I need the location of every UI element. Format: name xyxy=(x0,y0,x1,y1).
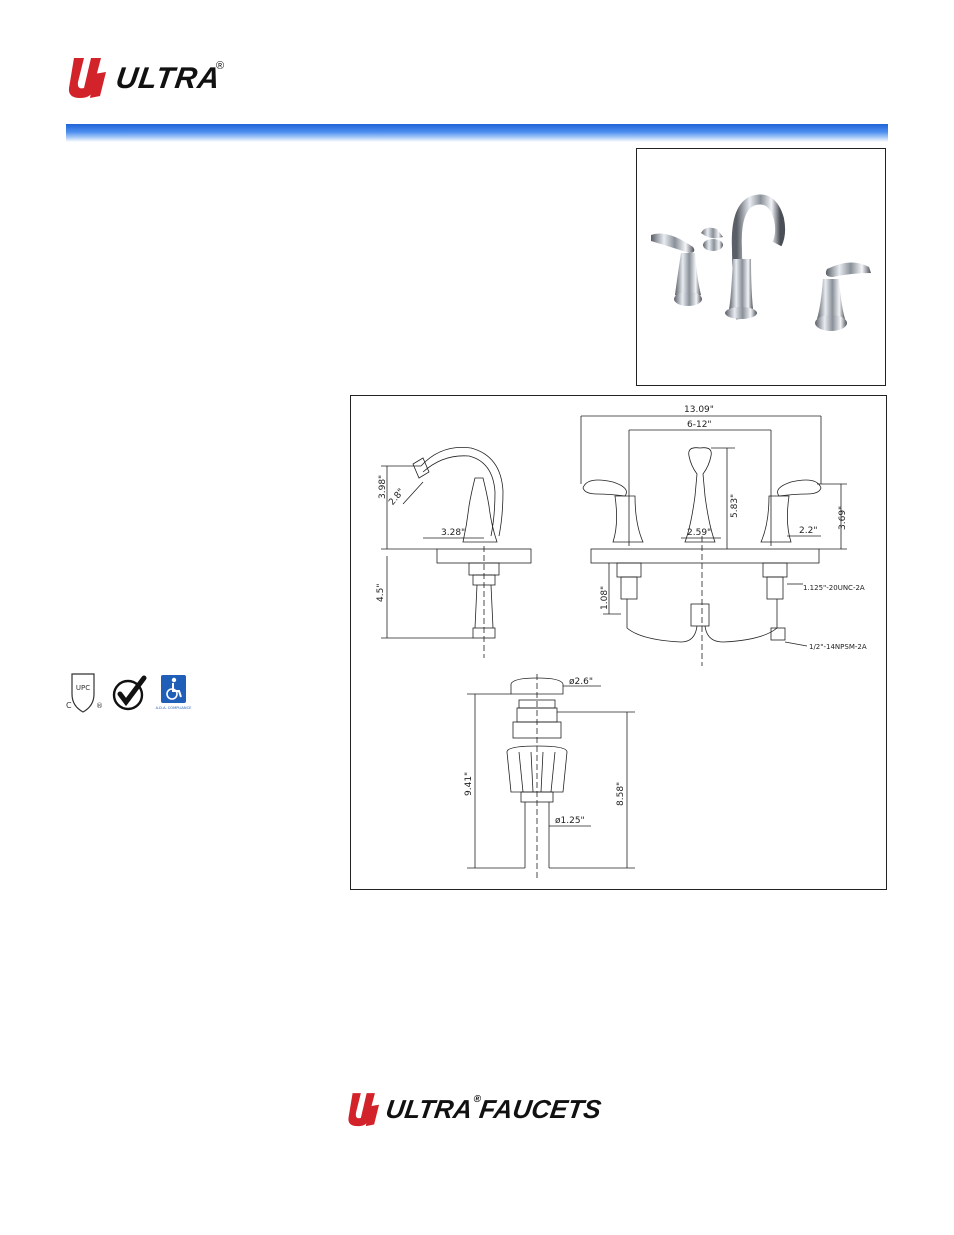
dim-spout-rise: 3.98" xyxy=(378,475,388,499)
dimension-drawing: 3.98" 2.8" 3.28" 4.5" 13.09" 6-12" 5.83"… xyxy=(351,396,886,889)
footer-u-mark-icon xyxy=(346,1088,384,1128)
upc-r: ® xyxy=(96,702,103,710)
footer-logo: ULTRA®FAUCETS xyxy=(346,1088,616,1128)
dim-center-spread: 6-12" xyxy=(687,420,712,430)
faucet-photo-illustration xyxy=(637,149,885,385)
dim-drain-pipe: ø1.25" xyxy=(555,816,585,826)
dim-handle-height: 3.69" xyxy=(838,506,848,530)
certification-badges: UPC C ® A.D.A. COMPLIANCE xyxy=(64,672,194,718)
dim-aerator: 2.8" xyxy=(387,487,407,508)
technical-drawing: 3.98" 2.8" 3.28" 4.5" 13.09" 6-12" 5.83"… xyxy=(350,395,887,890)
ultra-u-mark-icon xyxy=(66,52,112,100)
upc-c: C xyxy=(66,701,72,710)
ada-wheelchair-icon: A.D.A. COMPLIANCE xyxy=(156,675,192,710)
header-logo: ULTRA ® xyxy=(66,52,236,102)
dim-overall-width: 13.09" xyxy=(684,405,714,415)
dim-shank-length: 4.5" xyxy=(376,584,386,602)
dim-base-width: 2.59" xyxy=(687,528,711,538)
thread-spec-1: 1.125"-20UNC-2A xyxy=(803,584,865,592)
dim-drain-body: 8.58" xyxy=(616,782,626,806)
brand-name: ULTRA xyxy=(114,62,223,96)
upc-shield-icon: UPC C ® xyxy=(66,674,103,712)
checkmark-certification-icon xyxy=(114,678,144,709)
dim-spout-height: 5.83" xyxy=(730,494,740,518)
footer-suffix: FAUCETS xyxy=(478,1094,604,1124)
dim-valve-shank: 1.08" xyxy=(600,586,610,610)
dim-handle-offset: 2.2" xyxy=(799,526,817,536)
upc-letters: UPC xyxy=(76,684,90,692)
dim-drain-total: 9.41" xyxy=(464,772,474,796)
registered-mark: ® xyxy=(216,60,224,72)
footer-brand-name: ULTRA xyxy=(384,1094,474,1124)
dim-spout-reach: 3.28" xyxy=(441,528,465,538)
product-photo xyxy=(636,148,886,386)
ada-text: A.D.A. COMPLIANCE xyxy=(156,706,192,710)
dim-drain-cap: ø2.6" xyxy=(569,677,593,687)
header-divider-bar xyxy=(66,124,888,142)
thread-spec-2: 1/2"-14NPSM-2A xyxy=(809,643,867,651)
